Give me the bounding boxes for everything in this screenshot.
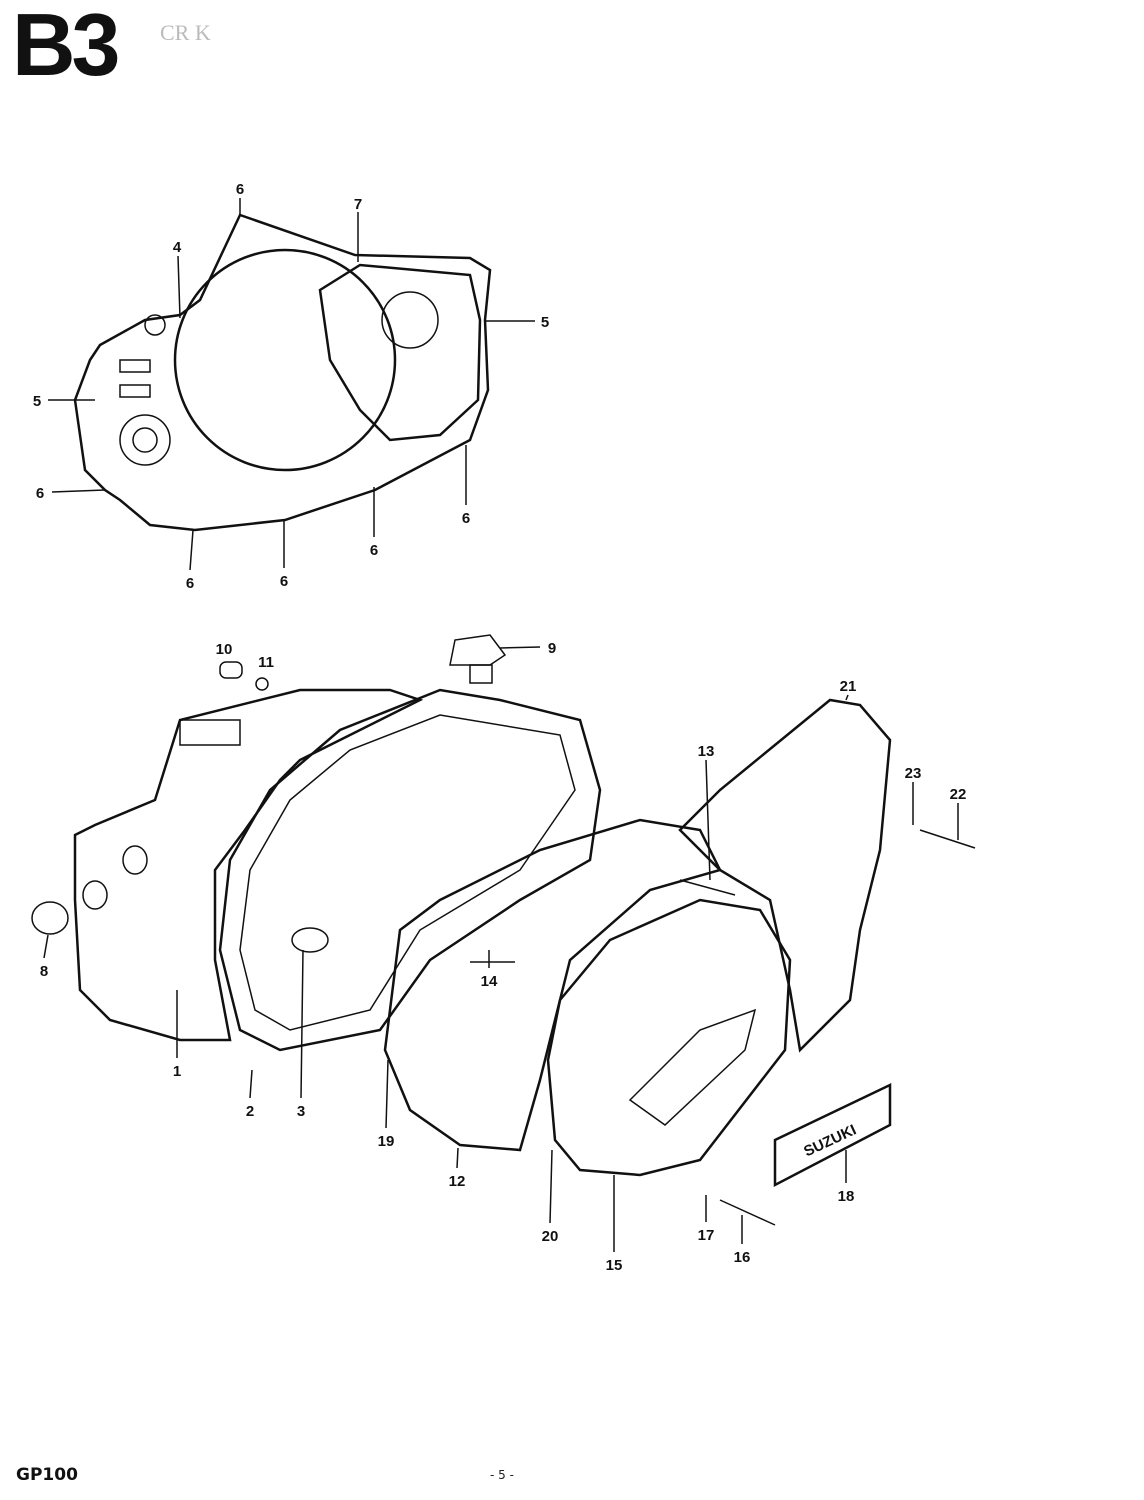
suzuki-emblem: SUZUKI (773, 1083, 892, 1188)
leader-lines (43, 198, 976, 1252)
callout: 20 (542, 1228, 559, 1245)
svg-text:SUZUKI: SUZUKI (801, 1121, 859, 1160)
callout: 22 (950, 786, 967, 803)
crankcase-cover-assembly (31, 634, 892, 1177)
callout: 19 (378, 1133, 395, 1150)
callout: 6 (36, 485, 44, 502)
callout: 18 (838, 1188, 855, 1205)
callout: 21 (840, 678, 857, 695)
callout: 15 (606, 1257, 623, 1274)
diagram-code: B3 (12, 0, 120, 94)
callout-labels: 6 7 4 5 5 6 6 6 6 6 10 11 9 21 13 23 22 … (33, 181, 967, 1274)
page-number: - 5 - (490, 1468, 514, 1482)
header-overlay-text: CR K (160, 20, 211, 45)
callout: 9 (548, 640, 556, 657)
callout: 6 (370, 542, 378, 559)
callout: 6 (236, 181, 244, 198)
crankcase-cover-gasket (73, 213, 492, 532)
callout: 5 (541, 314, 549, 331)
callout: 14 (481, 973, 498, 990)
callout: 5 (33, 393, 41, 410)
callout: 11 (258, 654, 274, 671)
callout: 2 (246, 1103, 254, 1120)
callout: 8 (40, 963, 48, 980)
callout: 6 (280, 573, 288, 590)
model-name: GP100 (16, 1465, 78, 1485)
callout: 17 (698, 1227, 715, 1244)
callout: 23 (905, 765, 922, 782)
callout: 6 (462, 510, 470, 527)
callout: 12 (449, 1173, 466, 1190)
callout: 13 (698, 743, 715, 760)
callout: 10 (216, 641, 233, 658)
callout: 3 (297, 1103, 305, 1120)
callout: 1 (173, 1063, 181, 1080)
callout: 6 (186, 575, 194, 592)
callout: 7 (354, 196, 362, 213)
callout: 16 (734, 1249, 751, 1266)
callout: 4 (173, 239, 182, 256)
